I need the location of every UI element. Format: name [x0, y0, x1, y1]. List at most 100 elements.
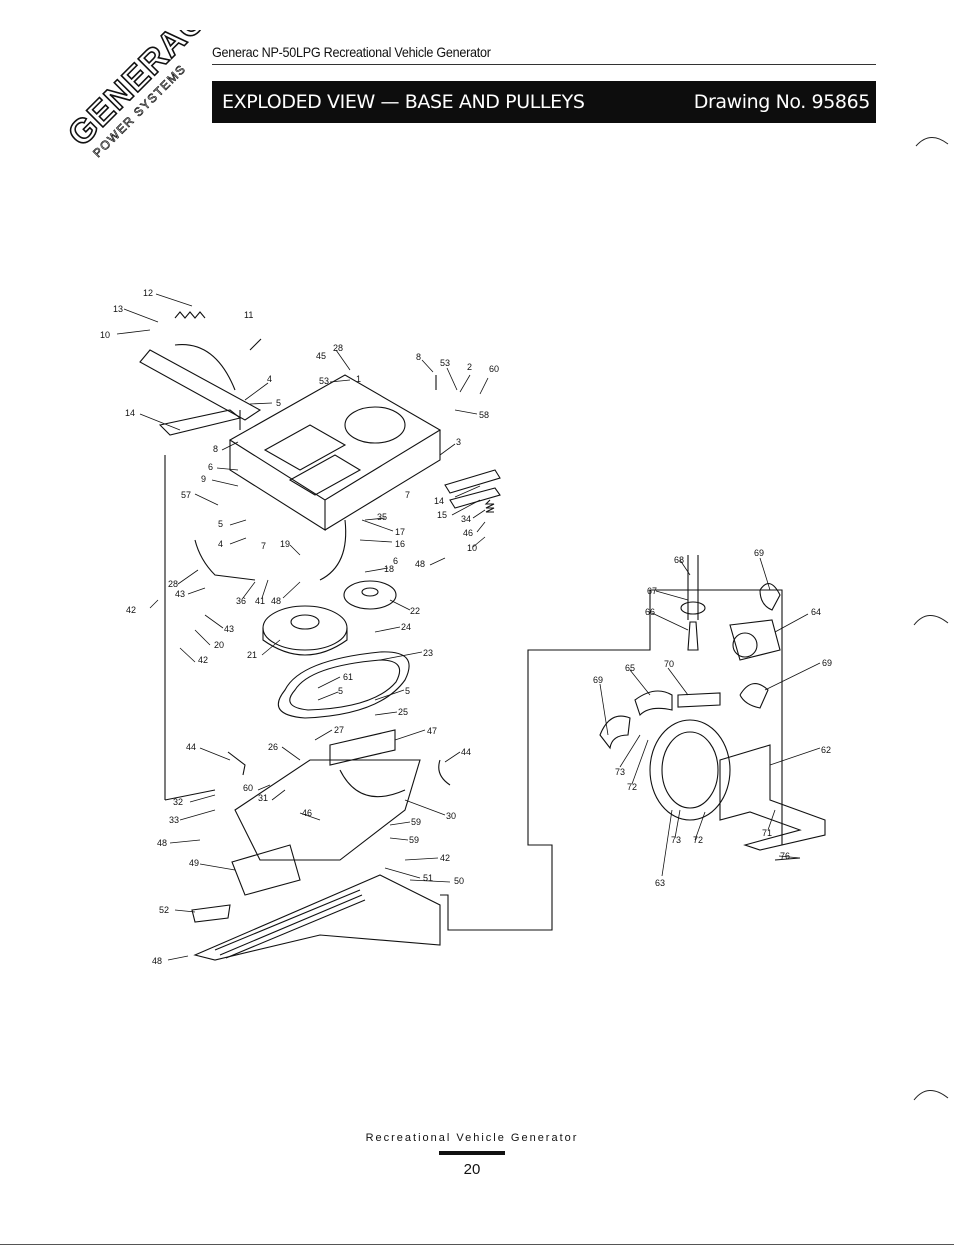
elbow-69b — [599, 715, 631, 750]
bracket-15 — [449, 487, 501, 509]
exhaust-tube-2 — [319, 519, 347, 581]
callout-73: 73 — [615, 767, 625, 777]
callout-13: 13 — [113, 304, 123, 314]
exhaust-tube — [194, 539, 256, 581]
hose-clamp-67 — [680, 601, 706, 615]
title-banner: EXPLODED VIEW — BASE AND PULLEYS Drawing… — [212, 81, 876, 123]
callout-63: 63 — [655, 878, 665, 888]
page-number: 20 — [463, 1161, 481, 1178]
callout-69: 69 — [593, 675, 603, 685]
callout-19: 19 — [280, 539, 290, 549]
base-frame-panel — [263, 424, 347, 471]
margin-mark — [913, 615, 949, 626]
callout-24: 24 — [401, 622, 411, 632]
callout-45: 45 — [316, 351, 326, 361]
callout-60: 60 — [489, 364, 499, 374]
document-title: Generac NP-50LPG Recreational Vehicle Ge… — [212, 44, 491, 60]
large-pulley-hub — [290, 614, 320, 630]
elbow-65 — [634, 690, 673, 717]
callout-5: 5 — [405, 686, 410, 696]
exploded-view-svg: 12 13 10 11 14 4 5 28 45 53 1 8 53 2 60 … — [100, 288, 832, 966]
callout-44: 44 — [461, 747, 471, 757]
callout-69: 69 — [822, 658, 832, 668]
base-frame-opening — [344, 406, 406, 444]
callout-25: 25 — [398, 707, 408, 717]
callout-7: 7 — [405, 490, 410, 500]
callout-2: 2 — [467, 362, 472, 372]
cover-vents — [214, 889, 366, 959]
callout-61: 61 — [343, 672, 353, 682]
fitting-66 — [687, 621, 699, 651]
front-cover-50 — [193, 874, 441, 961]
callout-4: 4 — [218, 539, 223, 549]
callout-9: 9 — [201, 474, 206, 484]
callout-72: 72 — [627, 782, 637, 792]
callout-71: 71 — [762, 828, 772, 838]
fuel-hose-68 — [687, 555, 699, 620]
callout-3: 3 — [456, 437, 461, 447]
bolt-11 — [249, 338, 262, 351]
callout-27: 27 — [334, 725, 344, 735]
callout-36: 36 — [236, 596, 246, 606]
callout-8: 8 — [213, 444, 218, 454]
callout-30: 30 — [446, 811, 456, 821]
callout-14: 14 — [125, 408, 135, 418]
generac-logo: GENERAC POWER SYSTEMS — [60, 1, 214, 180]
callout-21: 21 — [247, 650, 257, 660]
callout-59: 59 — [411, 817, 421, 827]
margin-mark — [915, 137, 949, 147]
callout-43: 43 — [175, 589, 185, 599]
belt-guard-47 — [329, 729, 396, 766]
nipple-70 — [677, 692, 721, 708]
solenoid-valve-64 — [729, 619, 781, 661]
callout-48: 48 — [415, 559, 425, 569]
callout-69: 69 — [754, 548, 764, 558]
callout-17: 17 — [395, 527, 405, 537]
callout-70: 70 — [664, 659, 674, 669]
spring-12 — [174, 311, 206, 319]
bolt-76 — [774, 857, 801, 861]
callout-4: 4 — [267, 374, 272, 384]
callout-58: 58 — [479, 410, 489, 420]
callout-42: 42 — [440, 853, 450, 863]
exploded-view-drawing: 12 13 10 11 14 4 5 28 45 53 1 8 53 2 60 … — [0, 250, 954, 980]
callout-44: 44 — [186, 742, 196, 752]
callout-5: 5 — [218, 519, 223, 529]
mounting-bracket-arc — [174, 344, 236, 391]
base-frame-panel-2 — [288, 454, 362, 496]
leader-frame-left — [164, 455, 216, 801]
callout-26: 26 — [268, 742, 278, 752]
callout-49: 49 — [189, 858, 199, 868]
handle-44b — [438, 759, 451, 786]
callout-32: 32 — [173, 797, 183, 807]
drive-belt-inner — [289, 659, 401, 711]
handle-44 — [227, 751, 246, 776]
callout-28: 28 — [333, 343, 343, 353]
callout-6: 6 — [208, 462, 213, 472]
bottom-rule — [0, 1244, 954, 1245]
callout-33: 33 — [169, 815, 179, 825]
small-pulley — [343, 580, 397, 610]
clip-52 — [191, 904, 231, 923]
callout-18: 18 — [384, 564, 394, 574]
callout-48: 48 — [271, 596, 281, 606]
callout-48: 48 — [157, 838, 167, 848]
callout-60: 60 — [243, 783, 253, 793]
callout-62: 62 — [821, 745, 831, 755]
callout-76: 76 — [780, 851, 790, 861]
callout-15: 15 — [437, 510, 447, 520]
callout-34: 34 — [461, 514, 471, 524]
callout-1: 1 — [356, 374, 361, 384]
callout-53: 53 — [440, 358, 450, 368]
drive-belt — [277, 651, 410, 719]
callout-10: 10 — [100, 330, 110, 340]
callout-73: 73 — [671, 835, 681, 845]
callout-31: 31 — [258, 793, 268, 803]
footer-caption: Recreational Vehicle Generator — [365, 1132, 579, 1144]
vent-grill-49 — [231, 844, 301, 896]
callout-46: 46 — [302, 808, 312, 818]
callout-11: 11 — [244, 310, 253, 320]
lower-housing-curve — [339, 769, 406, 798]
drawing-number: Drawing No. 95865 — [693, 91, 871, 113]
large-pulley-side — [262, 628, 348, 656]
